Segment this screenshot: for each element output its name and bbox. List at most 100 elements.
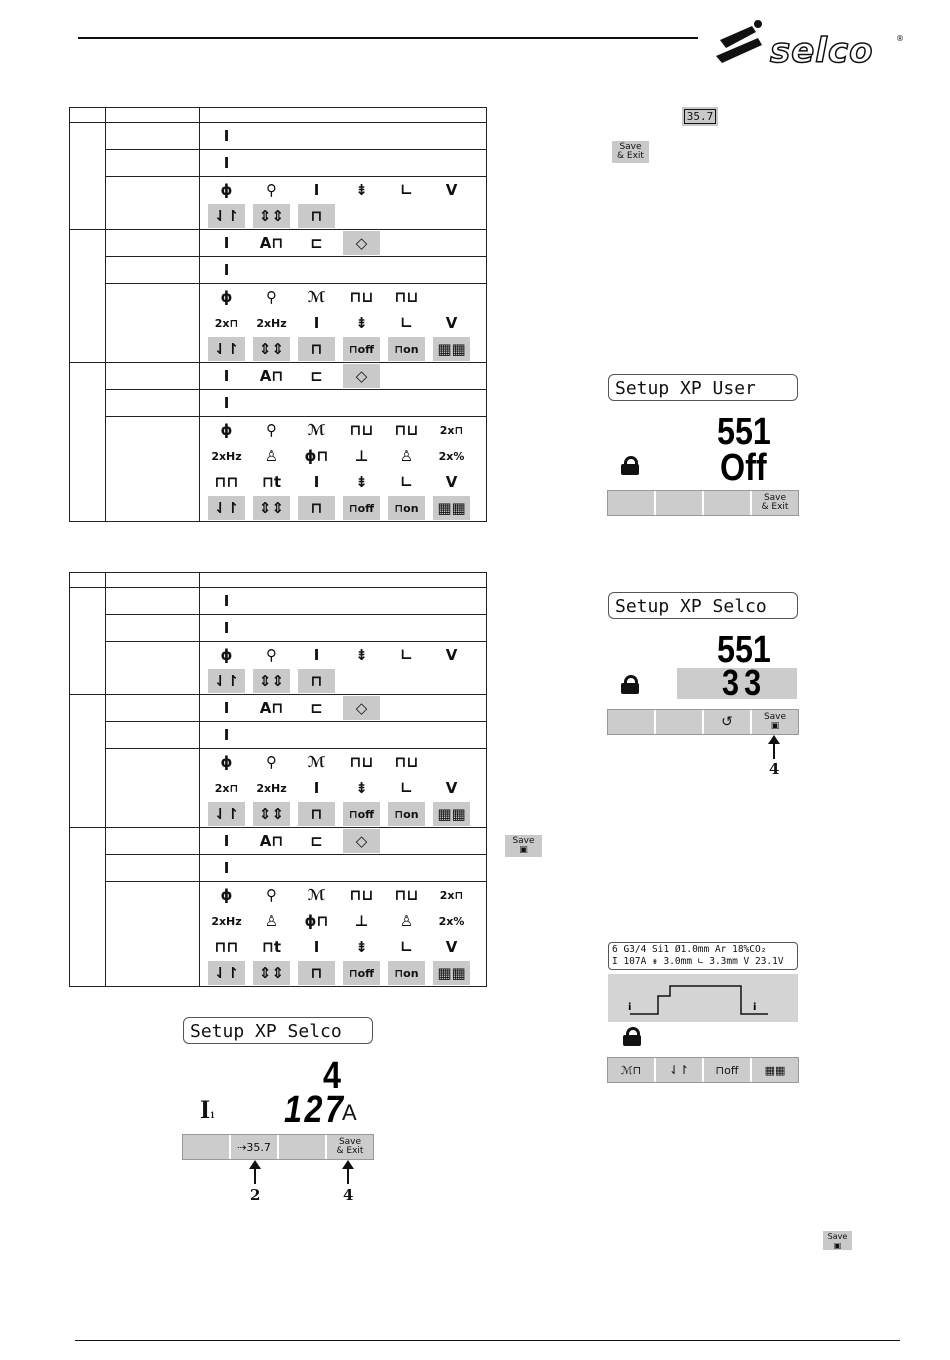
phi-icon: ɸ xyxy=(220,287,233,306)
copy-value-softkey[interactable]: ⇢35.7 xyxy=(231,1135,279,1159)
wave-softkey[interactable]: ℳ⊓ xyxy=(608,1058,656,1082)
step-icon: ⊓ xyxy=(298,496,335,520)
updown-icon: ⇃↾ xyxy=(208,961,245,985)
callout-arrow-2 xyxy=(249,1160,261,1184)
V-icon: V xyxy=(445,778,458,797)
off-icon: ⊓off xyxy=(343,961,380,985)
table-header-row xyxy=(69,572,487,588)
undo-softkey[interactable]: ↺ xyxy=(704,710,752,734)
V-icon: V xyxy=(445,180,458,199)
phi-icon: ɸ xyxy=(220,885,233,904)
coil-icon: ℳ xyxy=(307,420,326,439)
setup-user-softkeys: Save & Exit xyxy=(607,490,799,516)
callout-number-4: 4 xyxy=(343,1186,354,1204)
torch-icon: ⚲ xyxy=(266,752,277,771)
grid-icon: ▦▦ xyxy=(433,496,470,520)
softkey-2[interactable] xyxy=(656,710,704,734)
softkey-3[interactable] xyxy=(279,1135,327,1159)
table-row: I xyxy=(70,149,487,177)
I-icon: I xyxy=(313,180,320,199)
icon-line: ɸ⚲I⇟∟V xyxy=(200,642,486,668)
I-icon: I xyxy=(223,831,230,850)
group-cell xyxy=(69,827,106,987)
step-icon: ⊓ xyxy=(298,337,335,361)
step-icon: ⊓ xyxy=(298,961,335,985)
softkey-1[interactable] xyxy=(608,710,656,734)
icon-line: ɸ⚲ℳ⊓⊔⊓⊔2x⊓ xyxy=(200,417,486,443)
step2-icon: ⊓⊔ xyxy=(349,420,374,439)
svg-text:i: i xyxy=(753,1002,756,1013)
I-icon: I xyxy=(313,313,320,332)
torch-icon: ⚲ xyxy=(266,287,277,306)
value-chip: 35.7 xyxy=(682,107,718,126)
step-icon: ⊓ xyxy=(298,204,335,228)
softkey-1[interactable] xyxy=(608,491,656,515)
label-cell xyxy=(105,416,200,522)
softkey-1[interactable] xyxy=(183,1135,231,1159)
updown-icon: ⇃↾ xyxy=(208,496,245,520)
label-cell xyxy=(105,721,200,749)
icon-line: I xyxy=(200,123,486,149)
save-exit-softkey[interactable]: Save & Exit xyxy=(761,493,789,512)
V-icon: V xyxy=(445,645,458,664)
V-icon: V xyxy=(445,313,458,332)
label-cell xyxy=(105,256,200,284)
diamond-icon: ◇ xyxy=(343,829,380,853)
grid-softkey[interactable]: ▦▦ xyxy=(764,1063,786,1077)
logo-swoosh-icon xyxy=(716,20,762,63)
cross-icon: ⇟ xyxy=(355,313,368,332)
slope-icon: ∟ xyxy=(400,180,413,199)
header-cell xyxy=(105,107,200,123)
grid-icon: ▦▦ xyxy=(433,337,470,361)
softkey-2[interactable] xyxy=(656,491,704,515)
save-exit-softkey[interactable]: Save & Exit xyxy=(336,1137,364,1156)
pulseA-icon: A⊓ xyxy=(259,366,284,385)
icon-line: ⇃↾⇕⇕⊓ xyxy=(200,203,486,229)
I-icon: I xyxy=(223,618,230,637)
I-icon: I xyxy=(313,645,320,664)
V-icon: V xyxy=(445,472,458,491)
updown-softkey[interactable]: ⇃↾ xyxy=(656,1058,704,1082)
icon-line: I xyxy=(200,588,486,614)
softkey-3[interactable] xyxy=(704,491,752,515)
doublearrows-icon: ⇕⇕ xyxy=(253,802,290,826)
setup-selco-b-title: Setup XP Selco xyxy=(183,1017,373,1044)
label-cell xyxy=(105,748,200,828)
group-cell xyxy=(69,122,106,230)
status-softkeys: ℳ⊓ ⇃↾ ⊓off ▦▦ xyxy=(607,1057,799,1083)
icon-line: I xyxy=(200,722,486,748)
callout-number: 4 xyxy=(769,760,780,778)
off-softkey[interactable]: ⊓off xyxy=(704,1058,752,1082)
save-softkey[interactable]: Save ▣ xyxy=(763,712,787,731)
x2hz-icon: 2xHz xyxy=(211,449,242,463)
lock-icon xyxy=(621,675,639,694)
icon-cell: I xyxy=(199,587,487,615)
box-icon: ⊏ xyxy=(310,831,323,850)
slope-icon: ∟ xyxy=(400,937,413,956)
pulseA-icon: A⊓ xyxy=(259,233,284,252)
label-cell xyxy=(105,587,200,615)
icon-line: I xyxy=(200,390,486,416)
icon-line: 2xHz♙ɸ⊓⊥♙2x% xyxy=(200,443,486,469)
icon-line: 2xHz♙ɸ⊓⊥♙2x% xyxy=(200,908,486,934)
label-cell xyxy=(105,389,200,417)
header-cell xyxy=(199,572,487,588)
setup-selco-b-number: 4 xyxy=(323,1055,341,1097)
off-icon: ⊓off xyxy=(343,337,380,361)
header-rule xyxy=(78,37,698,39)
I-icon: I xyxy=(223,233,230,252)
icon-line: I xyxy=(200,257,486,283)
phi-icon: ɸ xyxy=(220,420,233,439)
I-icon: I xyxy=(223,858,230,877)
setup-selco-b-value: 127 xyxy=(284,1089,346,1131)
icon-line: ⇃↾⇕⇕⊓⊓off⊓on▦▦ xyxy=(200,960,486,986)
group-cell xyxy=(69,229,106,363)
